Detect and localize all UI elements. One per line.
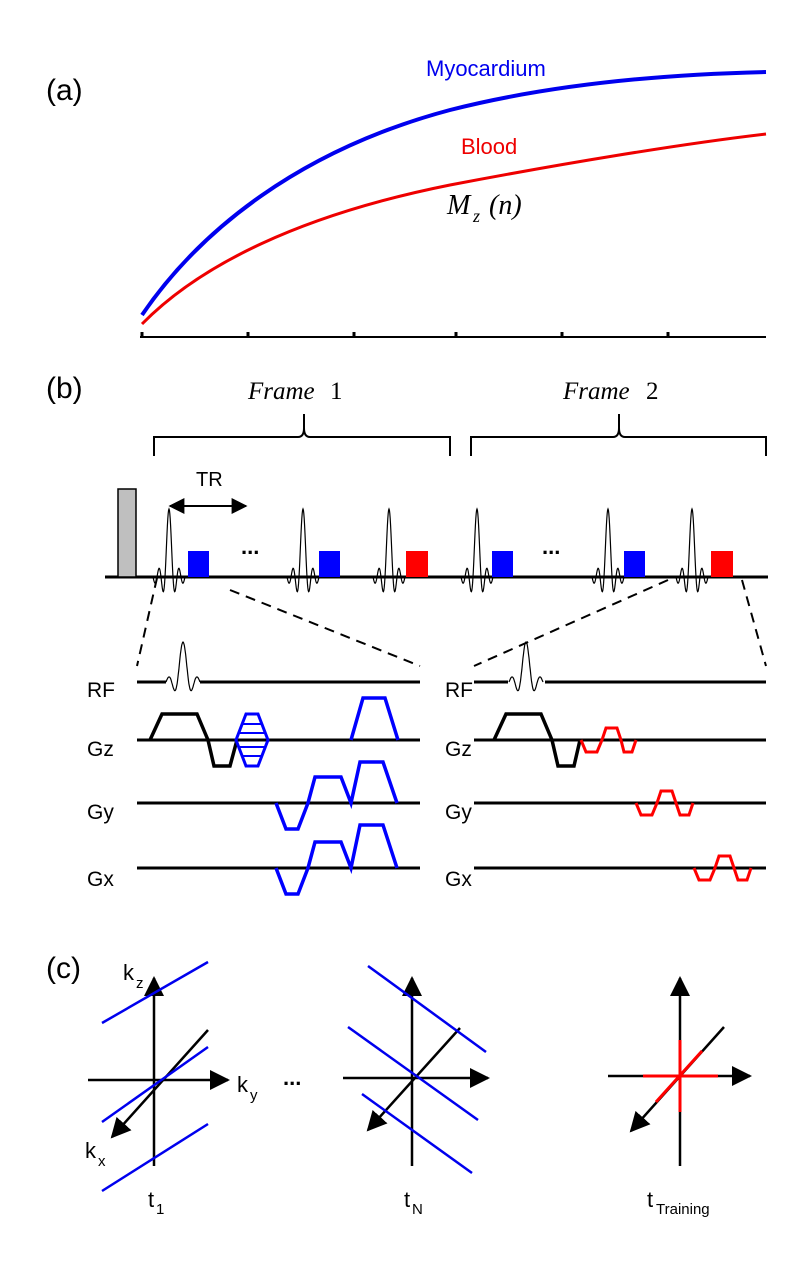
mz-argument: (n): [489, 190, 522, 221]
right-row-gy: Gy: [445, 801, 472, 824]
left-gz-spoiler: [349, 696, 400, 741]
left-rf-pulse: [165, 641, 201, 692]
blood-label: Blood: [461, 134, 517, 159]
kz-subscript: z: [136, 975, 144, 992]
readout-block-3: [406, 551, 428, 577]
panel-a: (a) Myocardium Blood M z (n): [46, 56, 767, 338]
left-phase-encode-lines: [240, 723, 266, 757]
left-row-gx: Gx: [87, 868, 114, 891]
zoom-lines: [136, 577, 767, 667]
tN-sampling-lines: [347, 964, 487, 1175]
right-row-rf: RF: [445, 679, 473, 702]
readout-block-2: [319, 551, 340, 577]
right-gy-training-gradient: [634, 789, 695, 817]
ky-subscript: y: [250, 1087, 258, 1104]
right-slice-select-gradient: [492, 712, 582, 768]
panel-c-label: (c): [46, 952, 81, 985]
kspace-tN: t N: [343, 964, 490, 1218]
myocardium-curve: [140, 70, 767, 317]
left-gy-gradient: [274, 760, 399, 831]
tr-label: TR: [196, 469, 223, 491]
kx-subscript: x: [98, 1153, 106, 1170]
right-row-gx: Gx: [445, 868, 472, 891]
frame1-label: Frame 1: [247, 378, 343, 405]
tN-kx-axis: [366, 1027, 461, 1132]
kz-label: k: [123, 960, 135, 985]
frame2-label: Frame 2: [562, 378, 659, 405]
frame2-word: Frame: [562, 378, 630, 405]
frame2-brace: [470, 414, 767, 456]
ellipsis-kspace: ...: [283, 1065, 301, 1090]
rf-sinc-pulse-1: [152, 507, 186, 593]
preparation-pulse: [117, 488, 137, 578]
myocardium-label: Myocardium: [426, 56, 546, 81]
rf-pulses: [152, 507, 709, 593]
kx-label: k: [85, 1138, 97, 1163]
blood-curve: [140, 132, 767, 326]
t1-subscript: 1: [156, 1201, 164, 1218]
axis-ticks: [140, 332, 670, 338]
ellipsis-frame2: ...: [542, 534, 560, 559]
rf-sinc-pulse-3: [372, 507, 406, 593]
right-sequence-diagram: RF Gz Gy Gx: [445, 641, 766, 891]
frame2-number: 2: [646, 378, 659, 405]
left-phase-encode-table: [234, 712, 270, 768]
kspace-training: t Training: [608, 976, 752, 1218]
frame1-word: Frame: [247, 378, 315, 405]
tTraining-subscript: Training: [656, 1201, 710, 1218]
panel-a-label: (a): [46, 74, 83, 107]
training-sampling-lines: [643, 1040, 718, 1112]
right-gx-training-gradient: [692, 854, 753, 882]
panel-b: (b) Frame 1 Frame 2 TR ... ...: [46, 372, 768, 896]
rf-sinc-pulse-4: [460, 507, 494, 593]
tTraining-label: t: [647, 1187, 653, 1212]
readout-block-1: [188, 551, 209, 577]
panel-c: (c) k z k y k x t 1 ...: [46, 952, 752, 1218]
mz-symbol: M: [446, 190, 472, 221]
kspace-t1: k z k y k x t 1: [85, 960, 258, 1218]
right-rf-pulse: [508, 641, 544, 692]
left-slice-select-gradient: [148, 712, 239, 768]
ky-label: k: [237, 1072, 249, 1097]
readout-block-4: [492, 551, 513, 577]
rf-sinc-pulse-5: [591, 507, 625, 593]
panel-b-label: (b): [46, 372, 83, 405]
frame1-brace: [153, 414, 451, 456]
left-row-gz: Gz: [87, 738, 114, 761]
left-row-gy: Gy: [87, 801, 114, 824]
t1-label: t: [148, 1187, 154, 1212]
mz-subscript: z: [472, 206, 480, 226]
right-gz-training-gradient: [579, 726, 638, 754]
left-sequence-diagram: RF Gz Gy Gx: [87, 641, 420, 896]
ellipsis-frame1: ...: [241, 534, 259, 559]
tN-label: t: [404, 1187, 410, 1212]
tN-subscript: N: [412, 1201, 423, 1218]
right-row-gz: Gz: [445, 738, 472, 761]
mz-label: M z (n): [446, 190, 522, 226]
frame1-number: 1: [330, 378, 343, 405]
left-row-rf: RF: [87, 679, 115, 702]
rf-sinc-pulse-2: [286, 507, 320, 593]
left-gx-gradient: [274, 823, 399, 896]
t1-sampling-lines: [101, 960, 209, 1193]
kx-axis: [110, 1029, 209, 1139]
rf-sinc-pulse-6: [675, 507, 709, 593]
readout-block-5: [624, 551, 645, 577]
readout-block-6: [711, 551, 733, 577]
